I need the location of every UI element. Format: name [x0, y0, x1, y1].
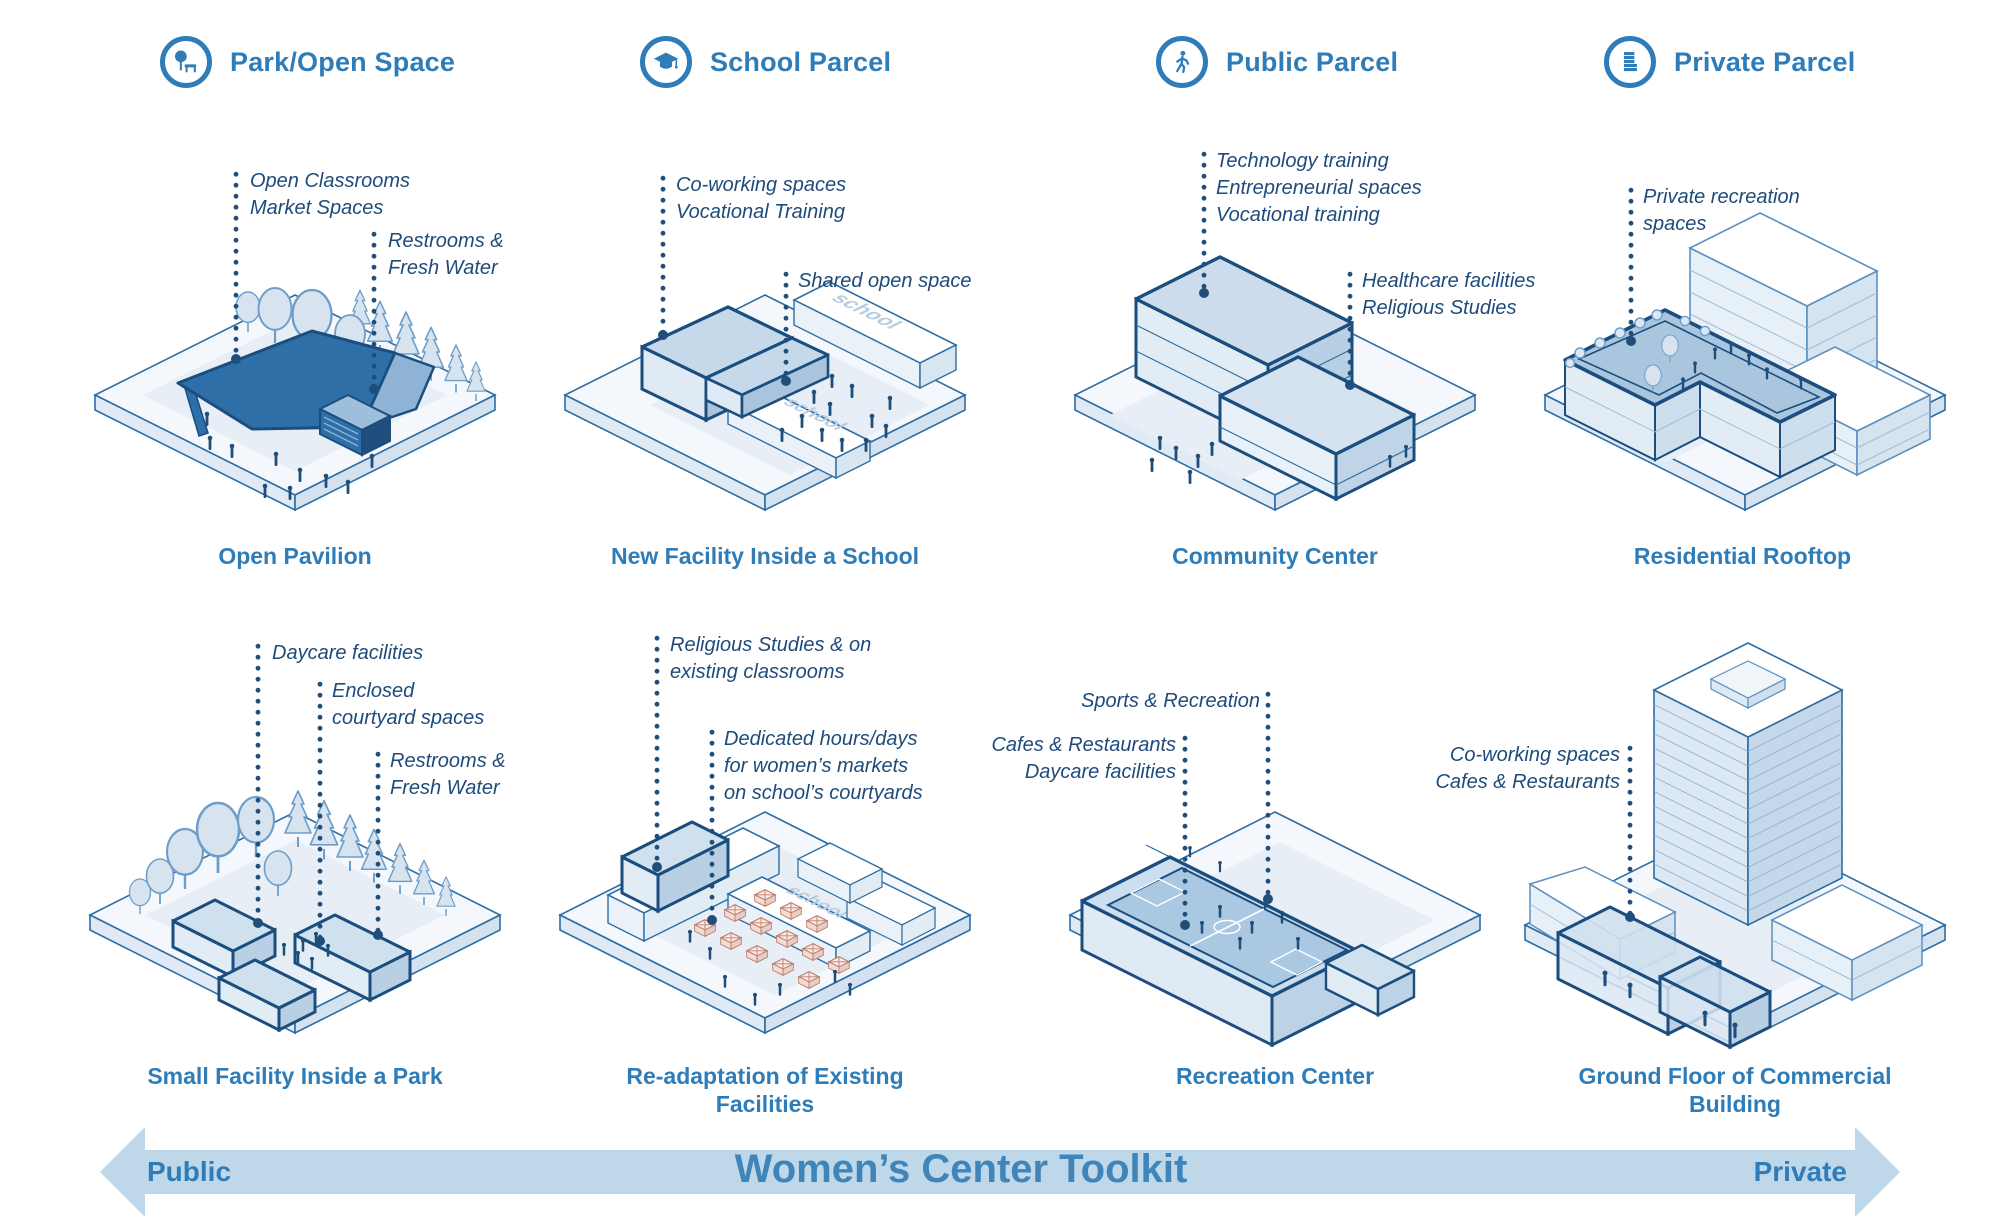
annotation: Private recreation spaces	[1643, 186, 1800, 235]
panel-residential-rooftop: Private recreation spaces Residential Ro…	[1505, 95, 1980, 575]
leader-line	[652, 635, 662, 872]
leader-line	[369, 231, 379, 394]
annotation: Restrooms & Fresh Water	[390, 750, 506, 799]
header-label: Park/Open Space	[230, 46, 456, 77]
header-public-parcel: Public Parcel	[1156, 36, 1398, 88]
caption: Re-adaptation of Existing Facilities	[626, 1063, 904, 1117]
panel-small-facility-park: Daycare facilities Enclosed courtyard sp…	[60, 585, 530, 1115]
pedestrian-icon	[1156, 36, 1208, 88]
annotation: Shared open space	[798, 270, 972, 292]
new-facility-illustration: school school	[563, 281, 967, 512]
annotation: Cafes & Restaurants Daycare facilities	[991, 734, 1176, 783]
community-center-illustration	[1073, 255, 1477, 512]
residential-rooftop-illustration	[1543, 212, 1947, 512]
caption: New Facility Inside a School	[610, 543, 920, 569]
annotation: Open Classrooms Market Spaces	[250, 170, 411, 219]
leader-line	[1199, 151, 1209, 298]
header-private-parcel: Private Parcel	[1604, 36, 1855, 88]
annotation: Technology training Entrepreneurial spac…	[1216, 150, 1422, 226]
panel-readaptation: school school	[530, 585, 1000, 1117]
header-label: School Parcel	[710, 46, 892, 77]
graduation-cap-icon	[640, 36, 692, 88]
header-park-open-space: Park/Open Space	[160, 36, 455, 88]
leader-line	[658, 175, 668, 340]
caption: Recreation Center	[1175, 1063, 1375, 1089]
leader-line	[1263, 691, 1273, 904]
axis-arrow	[100, 1127, 1900, 1217]
leader-line	[231, 171, 241, 364]
panel-community-center: Technology training Entrepreneurial spac…	[1040, 95, 1535, 575]
leader-line	[1626, 187, 1636, 346]
annotation: Co-working spaces Cafes & Restaurants	[1435, 744, 1620, 793]
annotation: Healthcare facilities Religious Studies	[1362, 270, 1536, 319]
header-label: Public Parcel	[1226, 46, 1399, 77]
leader-line	[315, 681, 325, 946]
annotation: Sports & Recreation	[1081, 690, 1260, 712]
annotation: Restrooms & Fresh Water	[388, 230, 504, 279]
public-private-axis: Public Women’s Center Toolkit Private	[0, 1125, 2000, 1221]
annotation: Daycare facilities	[272, 642, 424, 664]
leader-line	[373, 751, 383, 940]
axis-title: Women’s Center Toolkit	[734, 1147, 1188, 1191]
leader-line	[253, 643, 263, 928]
panel-recreation-center: Sports & Recreation Cafes & Restaurants …	[991, 585, 1510, 1115]
leader-line	[1345, 271, 1355, 390]
leader-line	[707, 729, 717, 925]
leader-line	[1625, 745, 1635, 922]
panel-ground-floor-commercial: Co-working spaces Cafes & Restaurants Gr…	[1435, 585, 1980, 1117]
panel-open-pavilion: Open Classrooms Market Spaces Restrooms …	[60, 95, 530, 575]
caption: Ground Floor of Commercial Building	[1578, 1063, 1892, 1117]
caption: Community Center	[1172, 543, 1378, 569]
recreation-center-illustration	[1068, 811, 1482, 1048]
leader-line	[781, 271, 791, 386]
axis-left-label: Public	[147, 1156, 232, 1187]
annotation: Co-working spaces Vocational Training	[676, 174, 847, 223]
caption: Residential Rooftop	[1633, 543, 1852, 569]
park-tree-bench-icon	[160, 36, 212, 88]
commercial-building-illustration	[1523, 642, 1947, 1050]
building-stack-icon	[1604, 36, 1656, 88]
panel-new-facility-school: school school Co-working spaces Vocation…	[530, 95, 1000, 575]
annotation: Enclosed courtyard spaces	[332, 680, 485, 729]
axis-right-label: Private	[1753, 1156, 1847, 1187]
small-facility-illustration	[88, 790, 502, 1035]
header-label: Private Parcel	[1674, 46, 1856, 77]
annotation: Dedicated hours/days for women’s markets…	[724, 728, 923, 804]
open-pavilion-illustration	[93, 286, 497, 512]
header-school-parcel: School Parcel	[640, 36, 891, 88]
caption: Open Pavilion	[218, 543, 372, 569]
annotation: Religious Studies & on existing classroo…	[670, 634, 872, 683]
leader-line	[1180, 735, 1190, 930]
caption: Small Facility Inside a Park	[147, 1063, 443, 1089]
